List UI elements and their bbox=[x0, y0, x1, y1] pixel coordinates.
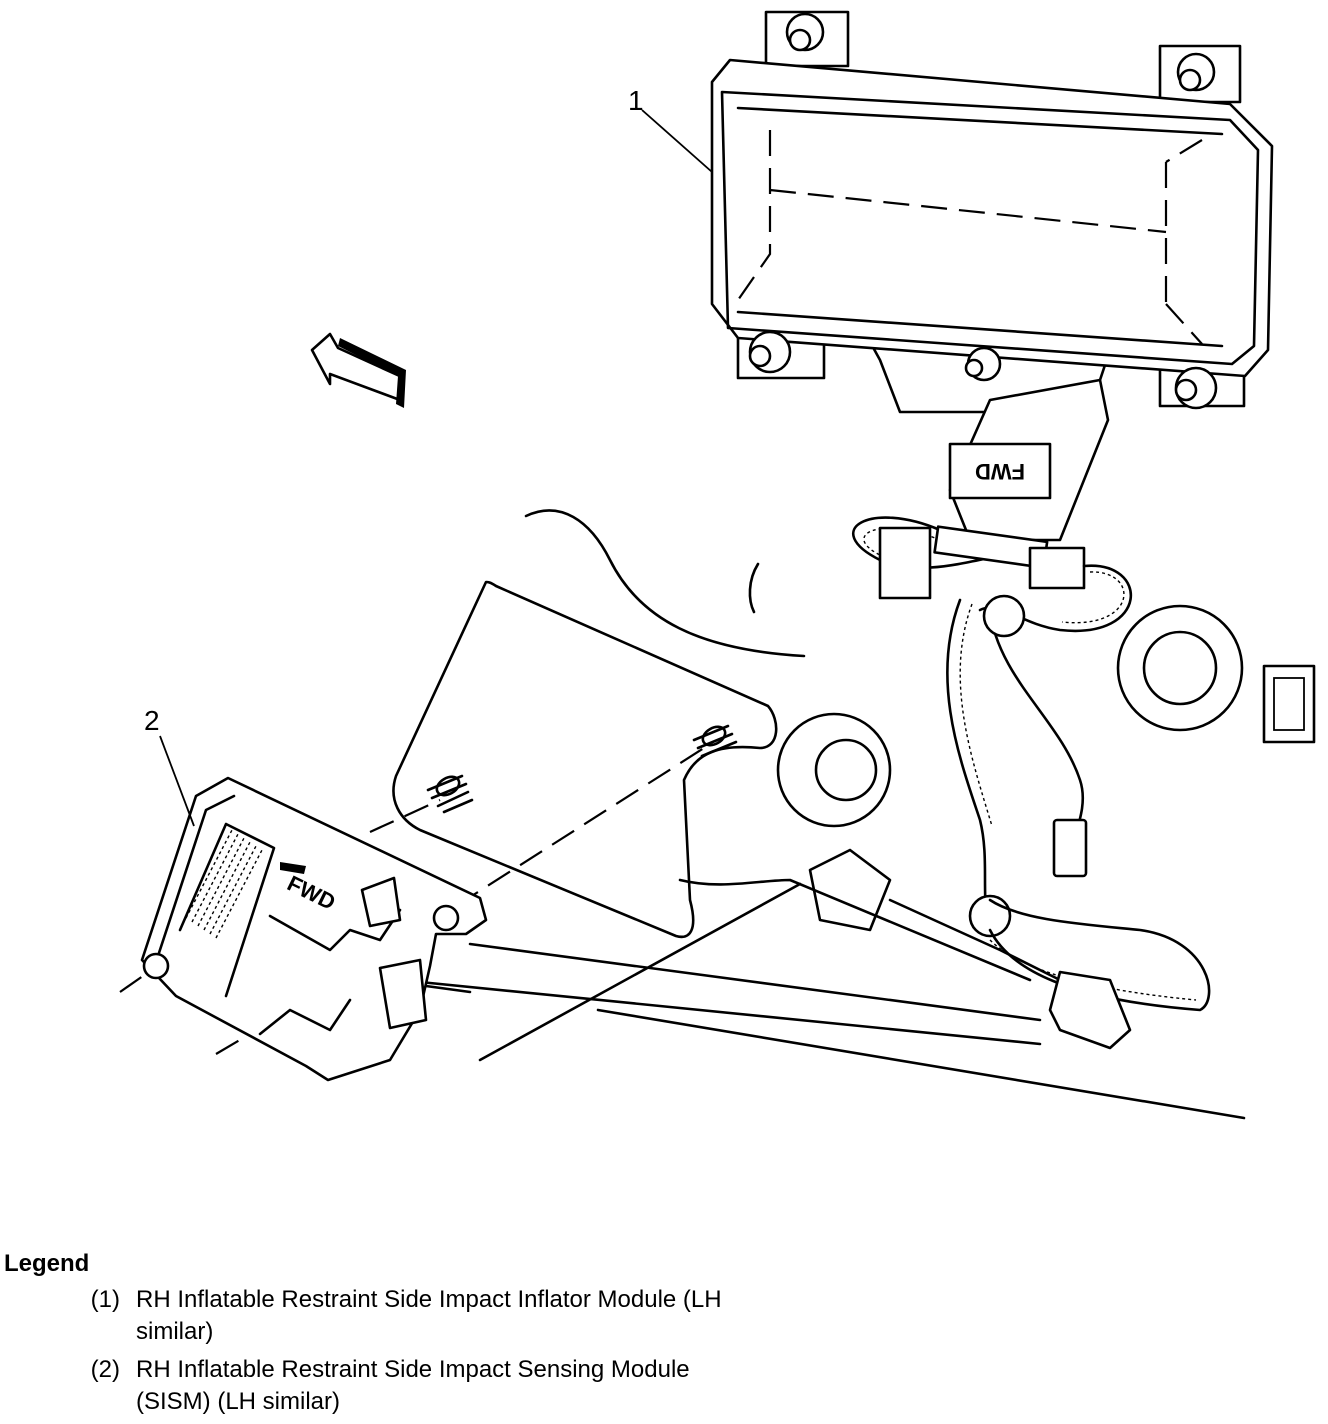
legend-title: Legend bbox=[4, 1250, 90, 1277]
sensing-module-hole bbox=[432, 904, 460, 932]
door-hole bbox=[1262, 664, 1316, 744]
exploded-view-diagram: FWD 1 bbox=[119, 10, 1316, 1120]
callout-2-leader bbox=[159, 735, 195, 827]
alignment-lines bbox=[119, 747, 705, 1055]
nut-icon bbox=[964, 346, 1002, 382]
legend-item: (1) RH Inflatable Restraint Side Impact … bbox=[4, 1284, 904, 1348]
stud-icon bbox=[426, 774, 474, 814]
harness-terminal bbox=[1052, 818, 1088, 878]
callout-1: 1 bbox=[628, 85, 644, 116]
sensing-module-hole bbox=[142, 952, 170, 980]
module-fwd-arrow-icon bbox=[280, 862, 306, 874]
inflator-connector bbox=[948, 442, 1052, 500]
nut-icon bbox=[1176, 52, 1216, 92]
legend-item-text: RH Inflatable Restraint Side Impact Sens… bbox=[136, 1356, 690, 1415]
wiring-harness bbox=[808, 516, 1211, 1050]
harness-grommet bbox=[982, 594, 1026, 638]
inflator-hidden-lines bbox=[737, 130, 1203, 345]
legend-item-number: (2) bbox=[90, 1356, 120, 1383]
legend-item-number: (1) bbox=[90, 1286, 120, 1313]
legend-item: (2) RH Inflatable Restraint Side Impact … bbox=[4, 1354, 904, 1418]
sensing-module-tab bbox=[360, 876, 402, 928]
callout-2: 2 bbox=[144, 705, 160, 736]
nut-icon bbox=[1174, 366, 1218, 410]
door-inner-panel bbox=[392, 509, 1316, 1120]
sensor-pigtail-connector bbox=[1048, 970, 1132, 1050]
inflator-housing bbox=[710, 58, 1274, 378]
stud-icon bbox=[692, 724, 738, 758]
door-hole bbox=[776, 712, 892, 828]
forward-direction-arrow-icon bbox=[310, 332, 406, 408]
sensing-module: FWD bbox=[119, 747, 705, 1082]
nut-icon bbox=[748, 330, 792, 374]
door-hole bbox=[1116, 604, 1244, 732]
nut-icon bbox=[785, 12, 825, 52]
harness-clip bbox=[878, 526, 932, 600]
legend-item-text: RH Inflatable Restraint Side Impact Infl… bbox=[136, 1286, 722, 1345]
callout-1-leader bbox=[641, 109, 713, 173]
sensing-module-connector bbox=[378, 958, 428, 1030]
bracket-fwd-stamp: FWD bbox=[975, 459, 1025, 484]
legend: Legend (1) RH Inflatable Restraint Side … bbox=[4, 1250, 904, 1424]
inflator-module: FWD bbox=[710, 10, 1274, 542]
harness-connector bbox=[1028, 546, 1086, 590]
sensor-harness-connector bbox=[808, 848, 892, 932]
